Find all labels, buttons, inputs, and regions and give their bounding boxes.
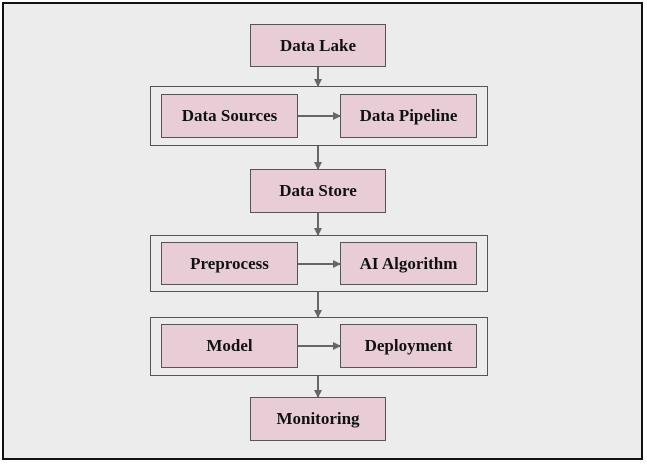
node-deployment: Deployment — [340, 324, 477, 368]
diagram-frame: Data Lake Data Sources Data Pipeline Dat… — [2, 2, 643, 460]
node-preprocess: Preprocess — [161, 242, 298, 285]
connector-arrows — [298, 67, 341, 398]
node-data-store: Data Store — [250, 169, 386, 213]
node-model: Model — [161, 324, 298, 368]
node-data-pipeline: Data Pipeline — [340, 94, 477, 138]
node-ai-algorithm: AI Algorithm — [340, 242, 477, 285]
node-data-lake: Data Lake — [250, 24, 386, 67]
node-data-sources: Data Sources — [161, 94, 298, 138]
